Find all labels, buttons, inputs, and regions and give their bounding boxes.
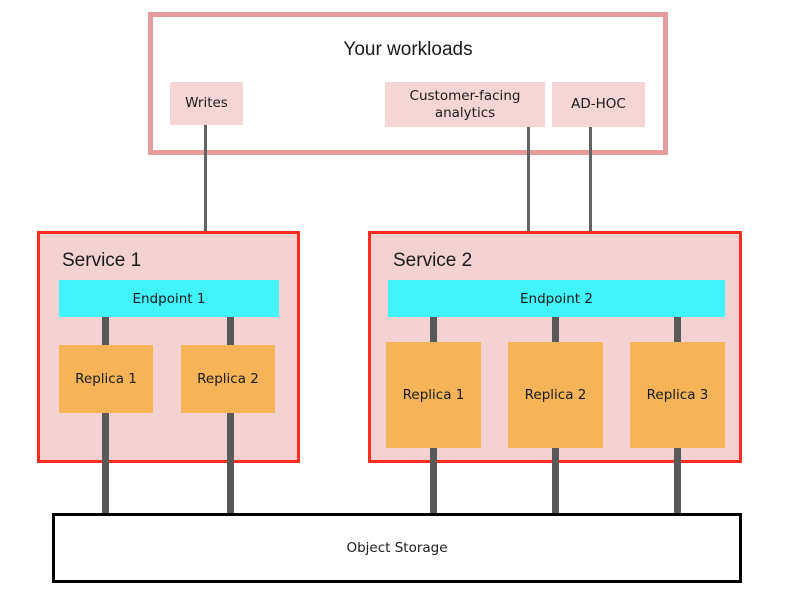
connector-s2-replica2-storage [552,448,559,515]
connector-endpoint2-replica3 [674,317,681,343]
connector-endpoint1-replica2 [227,317,234,346]
service-1-label: Service 1 [62,250,142,271]
service-1-replica-1[interactable]: Replica 1 [59,345,153,413]
connector-s1-replica2-storage [227,413,234,515]
arrow-adhoc-to-endpoint-2-line [589,127,592,256]
workload-chip-customer-facing-analytics[interactable]: Customer-facing analytics [385,82,545,127]
service-2-replica-1[interactable]: Replica 1 [386,342,481,448]
connector-s2-replica3-storage [674,448,681,515]
connector-endpoint1-replica1 [102,317,109,346]
connector-s1-replica1-storage [102,413,109,515]
service-2-replica-2[interactable]: Replica 2 [508,342,603,448]
connector-s2-replica1-storage [430,448,437,515]
service-2-label: Service 2 [393,250,473,271]
endpoint-1[interactable]: Endpoint 1 [59,280,279,317]
object-storage-box[interactable]: Object Storage [52,513,742,583]
endpoint-2[interactable]: Endpoint 2 [388,280,725,317]
workload-chip-ad-hoc[interactable]: AD-HOC [552,82,645,127]
connector-endpoint2-replica1 [430,317,437,343]
workloads-title: Your workloads [343,39,473,60]
service-2-replica-3[interactable]: Replica 3 [630,342,725,448]
arrow-analytics-to-endpoint-2-line [527,127,530,256]
workload-chip-writes[interactable]: Writes [170,82,243,125]
service-1-replica-2[interactable]: Replica 2 [181,345,275,413]
arrow-writes-to-endpoint-1-line [204,125,207,256]
connector-endpoint2-replica2 [552,317,559,343]
